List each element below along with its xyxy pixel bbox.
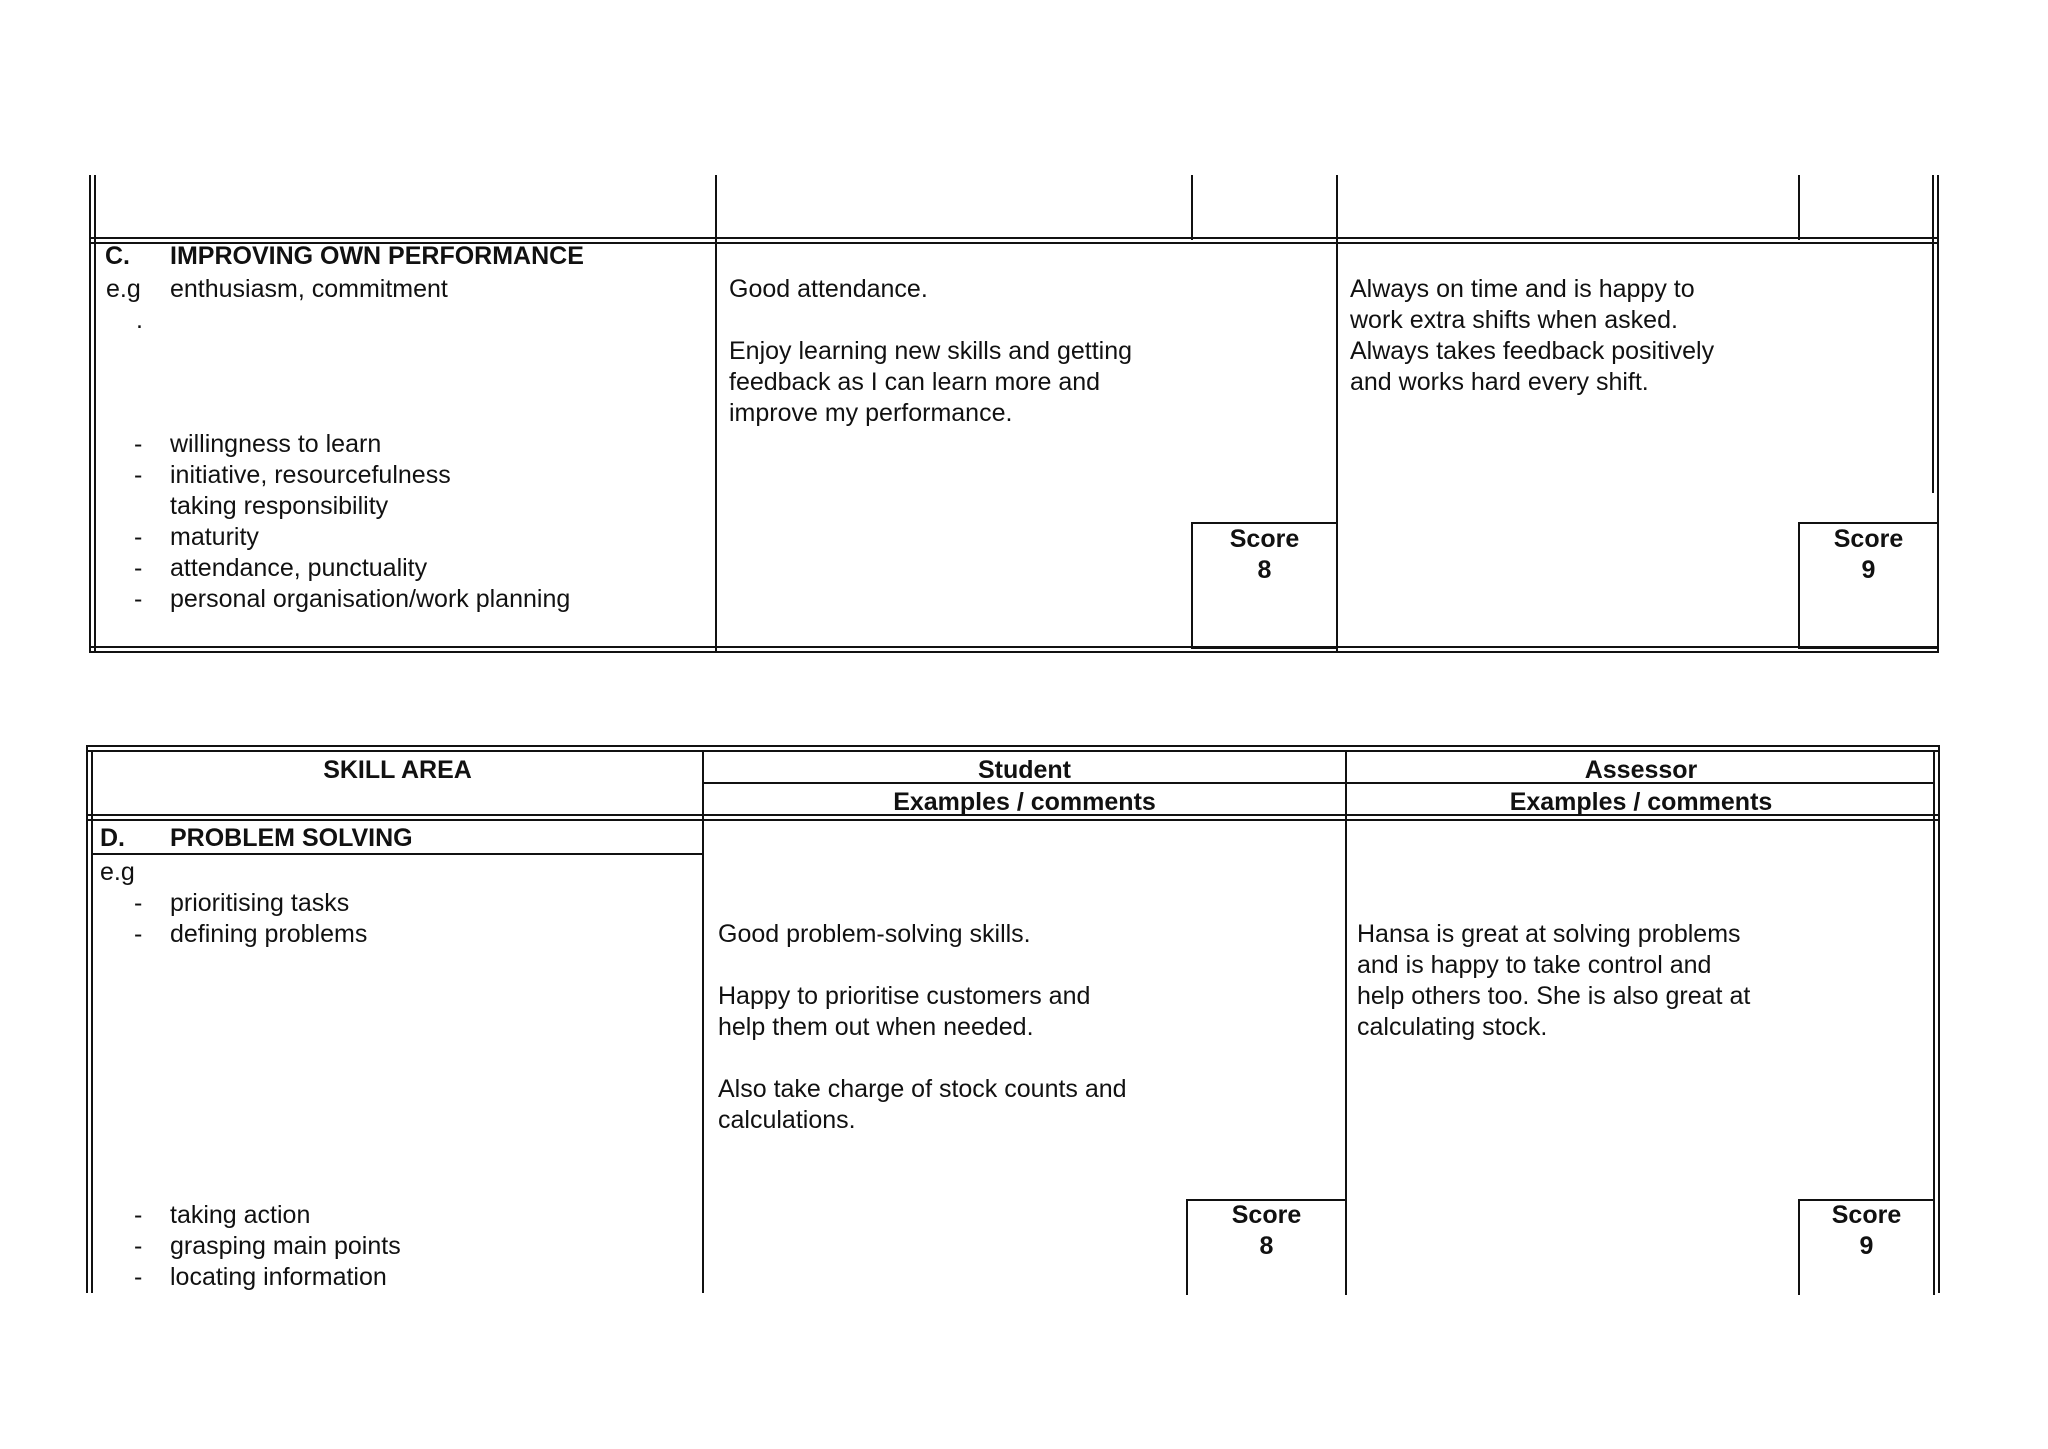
assessor-subheader: Examples / comments xyxy=(1509,788,1773,816)
section-d-title: PROBLEM SOLVING xyxy=(170,824,413,852)
assessor-score-value: 9 xyxy=(1861,556,1876,584)
section-c-assessor-comments: Always on time and is happy to work extr… xyxy=(1350,275,1715,396)
student-score-box xyxy=(1186,1199,1347,1295)
student-header: Student xyxy=(977,756,1072,784)
section-d-assessor-comments: Hansa is great at solving problems and i… xyxy=(1357,920,1751,1041)
assessor-score-box xyxy=(1798,522,1939,649)
student-score-box xyxy=(1191,522,1338,649)
skill-area-header: SKILL AREA xyxy=(323,756,472,784)
assessor-header: Assessor xyxy=(1584,756,1698,784)
assessor-score-box xyxy=(1798,1199,1935,1295)
section-c-dot: . xyxy=(136,306,143,334)
section-c-eg: e.g xyxy=(106,275,141,303)
student-score-value: 8 xyxy=(1259,1232,1274,1260)
student-score-value: 8 xyxy=(1257,556,1272,584)
section-c-title: IMPROVING OWN PERFORMANCE xyxy=(170,242,584,270)
assessor-score-value: 9 xyxy=(1859,1232,1874,1260)
student-score-label: Score xyxy=(1231,1201,1302,1229)
section-d-letter: D. xyxy=(100,824,125,852)
student-score-label: Score xyxy=(1229,525,1300,553)
student-subheader: Examples / comments xyxy=(893,788,1156,816)
section-c-first-item: enthusiasm, commitment xyxy=(170,275,448,303)
section-d-eg: e.g xyxy=(100,858,135,886)
assessor-score-label: Score xyxy=(1833,525,1904,553)
assessor-score-label: Score xyxy=(1831,1201,1902,1229)
section-d-student-comments: Good problem-solving skills. Happy to pr… xyxy=(718,920,1127,1134)
section-c-student-comments: Good attendance. Enjoy learning new skil… xyxy=(729,275,1133,427)
section-c-letter: C. xyxy=(105,242,130,270)
